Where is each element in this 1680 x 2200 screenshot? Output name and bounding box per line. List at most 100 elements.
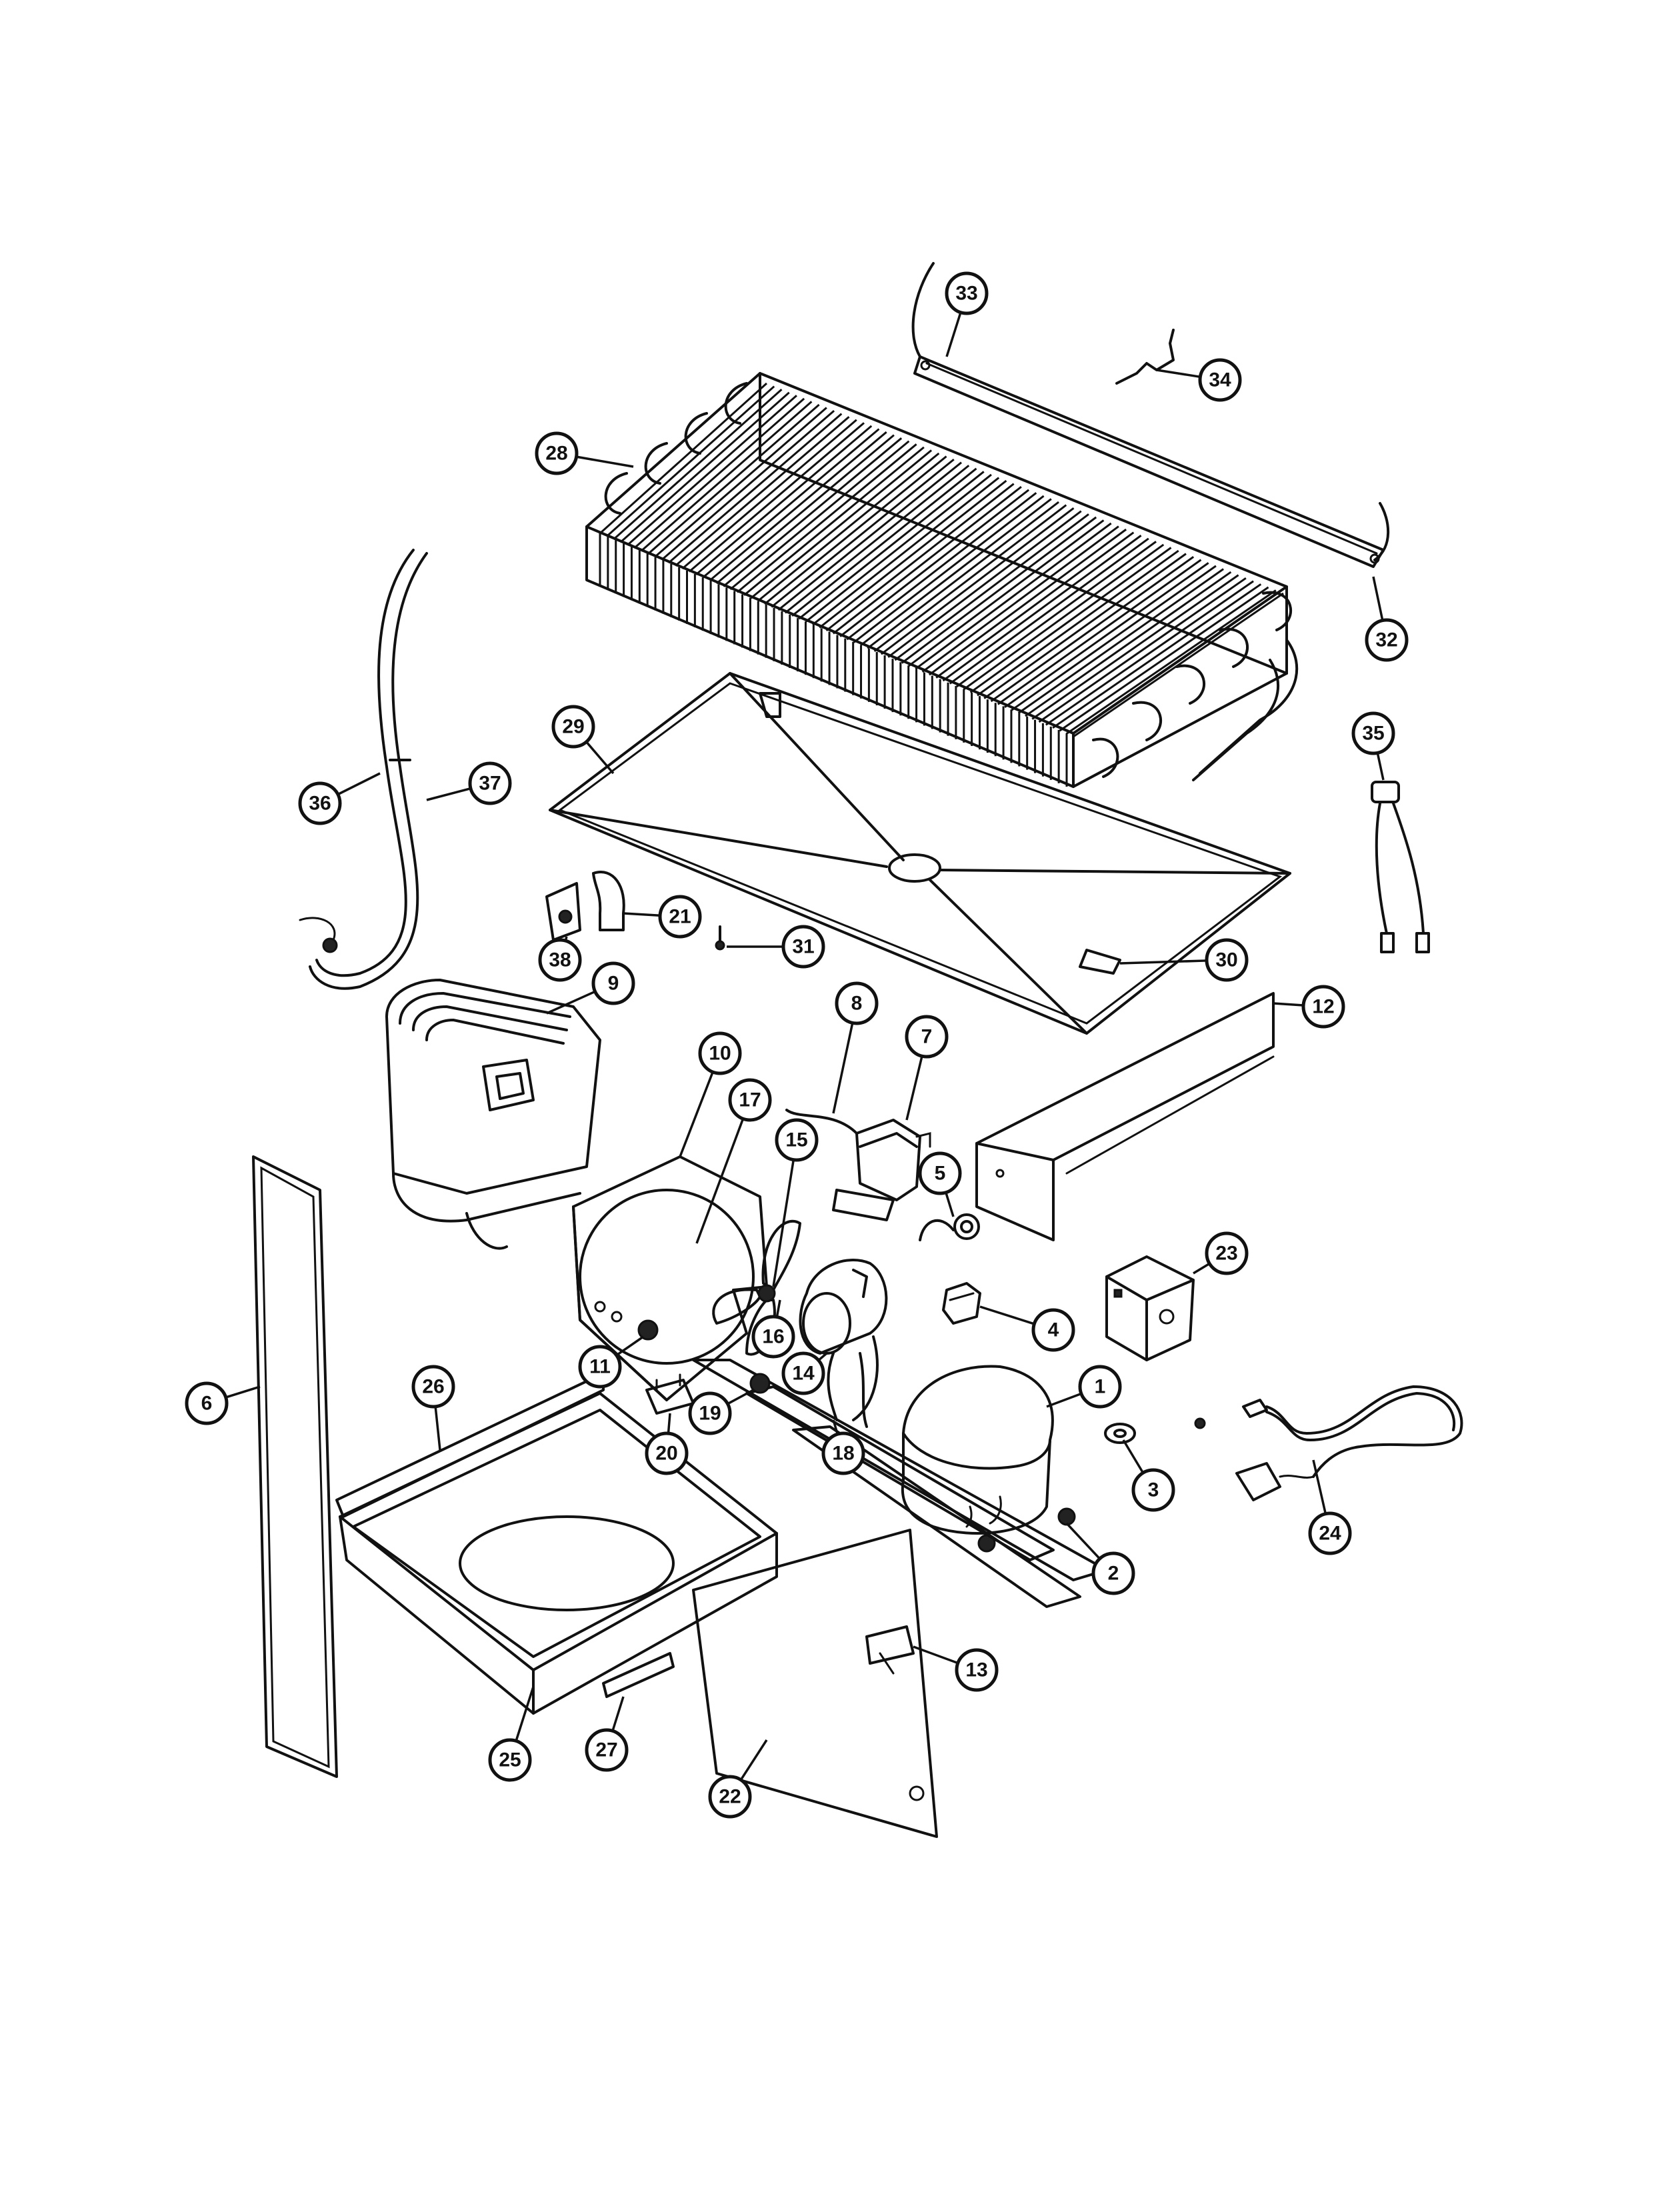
callout-circle <box>835 981 879 1025</box>
callout-26: 26 <box>411 1365 455 1409</box>
defrost-timer-drawing <box>1105 1255 1195 1361</box>
leader-line-14 <box>817 1352 828 1361</box>
leader-line-12 <box>1273 1002 1304 1007</box>
leader-line-29 <box>585 741 615 775</box>
callout-circle <box>488 1738 532 1782</box>
callout-number: 4 <box>1048 1319 1059 1341</box>
leader-line-27 <box>611 1696 625 1731</box>
coil-fin <box>846 492 1037 641</box>
callout-circle <box>535 431 579 475</box>
coil-fin <box>867 501 1059 649</box>
callout-number: 8 <box>851 993 863 1015</box>
leader-line-9 <box>546 990 596 1015</box>
callout-circle <box>698 1031 742 1075</box>
callout-number: 2 <box>1108 1563 1119 1585</box>
coil-fin <box>990 555 1195 703</box>
callout-13: 13 <box>955 1648 999 1692</box>
coil-fin <box>1017 568 1225 714</box>
callout-27: 27 <box>585 1728 629 1772</box>
callout-number: 14 <box>792 1363 815 1385</box>
callout-circle <box>658 895 702 939</box>
rails-drawing <box>692 1359 1108 1608</box>
callout-circle <box>918 1151 962 1195</box>
coil-fin <box>654 407 827 558</box>
access-cover-drawing <box>692 1529 938 1838</box>
leader-line-1 <box>1046 1392 1082 1408</box>
callout-number: 11 <box>589 1356 611 1378</box>
callout-17: 17 <box>728 1078 772 1122</box>
callout-circle <box>1351 711 1395 755</box>
coil-fin <box>1065 589 1277 735</box>
coil-fin <box>880 507 1075 655</box>
callout-circle <box>538 938 582 982</box>
callout-10: 10 <box>698 1031 742 1075</box>
coil-fin <box>1073 592 1284 738</box>
leader-line-8 <box>832 1022 854 1114</box>
callout-circle <box>298 781 342 825</box>
tubing-drawing <box>299 549 428 990</box>
coil-fin <box>695 425 873 576</box>
coil-fin <box>935 531 1135 679</box>
leader-line-6 <box>225 1385 261 1399</box>
coil-fin <box>908 519 1105 667</box>
callout-circle <box>728 1078 772 1122</box>
coil-fin <box>812 477 1000 626</box>
callout-18: 18 <box>821 1431 865 1475</box>
callout-circle <box>1301 985 1345 1029</box>
coil-fin <box>667 413 843 564</box>
callout-labels: 1234567891011121314151617181920212223242… <box>185 271 1409 1819</box>
callout-circle <box>1131 1468 1175 1512</box>
callout-5: 5 <box>918 1151 962 1195</box>
condenser-coil-drawing <box>585 372 1299 788</box>
callout-circle <box>468 761 512 805</box>
callout-16: 16 <box>751 1315 795 1359</box>
leader-line-13 <box>913 1645 959 1665</box>
callout-circle <box>905 1015 949 1059</box>
leader-lines <box>225 312 1385 1781</box>
bracket-drawing <box>545 871 625 941</box>
callout-9: 9 <box>591 961 635 1005</box>
leader-line-25 <box>515 1686 535 1741</box>
callout-31: 31 <box>781 925 825 969</box>
leader-line-3 <box>1122 1439 1145 1474</box>
leader-line-22 <box>739 1739 768 1781</box>
small-parts-drawing <box>637 1319 771 1415</box>
power-cord-drawing <box>1194 1385 1463 1501</box>
callout-circle <box>551 705 595 749</box>
timer-housing-drawing <box>785 1109 931 1221</box>
callout-37: 37 <box>468 761 512 805</box>
callout-25: 25 <box>488 1738 532 1782</box>
leader-line-24 <box>1312 1459 1327 1515</box>
leader-line-28 <box>576 455 634 468</box>
coil-fin <box>1004 562 1209 709</box>
mounting-bar-drawing <box>911 262 1390 568</box>
coil-fin <box>1059 586 1269 732</box>
callout-circle <box>751 1315 795 1359</box>
coil-fin <box>640 401 813 552</box>
callout-number: 26 <box>422 1376 444 1398</box>
grommet-drawing <box>1104 1423 1136 1444</box>
callout-21: 21 <box>658 895 702 939</box>
callout-number: 1 <box>1095 1376 1106 1398</box>
callout-number: 32 <box>1375 629 1397 651</box>
callout-circle <box>1031 1308 1075 1352</box>
coil-fin <box>805 473 992 623</box>
coil-fin <box>983 553 1187 699</box>
coil-fin <box>963 543 1165 691</box>
thermostat-drawing <box>919 1213 980 1241</box>
callout-28: 28 <box>535 431 579 475</box>
callout-circle <box>945 271 989 315</box>
coil-fin <box>715 434 895 585</box>
coil-fin <box>743 446 925 596</box>
callout-circle <box>1365 618 1409 662</box>
coil-fin <box>921 525 1119 673</box>
coil-fin <box>777 461 962 611</box>
callout-circle <box>185 1381 229 1425</box>
coil-fin <box>647 403 820 555</box>
callout-24: 24 <box>1308 1511 1352 1555</box>
coil-fin <box>956 541 1157 688</box>
callout-number: 24 <box>1319 1523 1341 1545</box>
coil-fin <box>901 516 1097 664</box>
gasket-drawing <box>252 1155 338 1778</box>
callout-circle <box>645 1431 689 1475</box>
